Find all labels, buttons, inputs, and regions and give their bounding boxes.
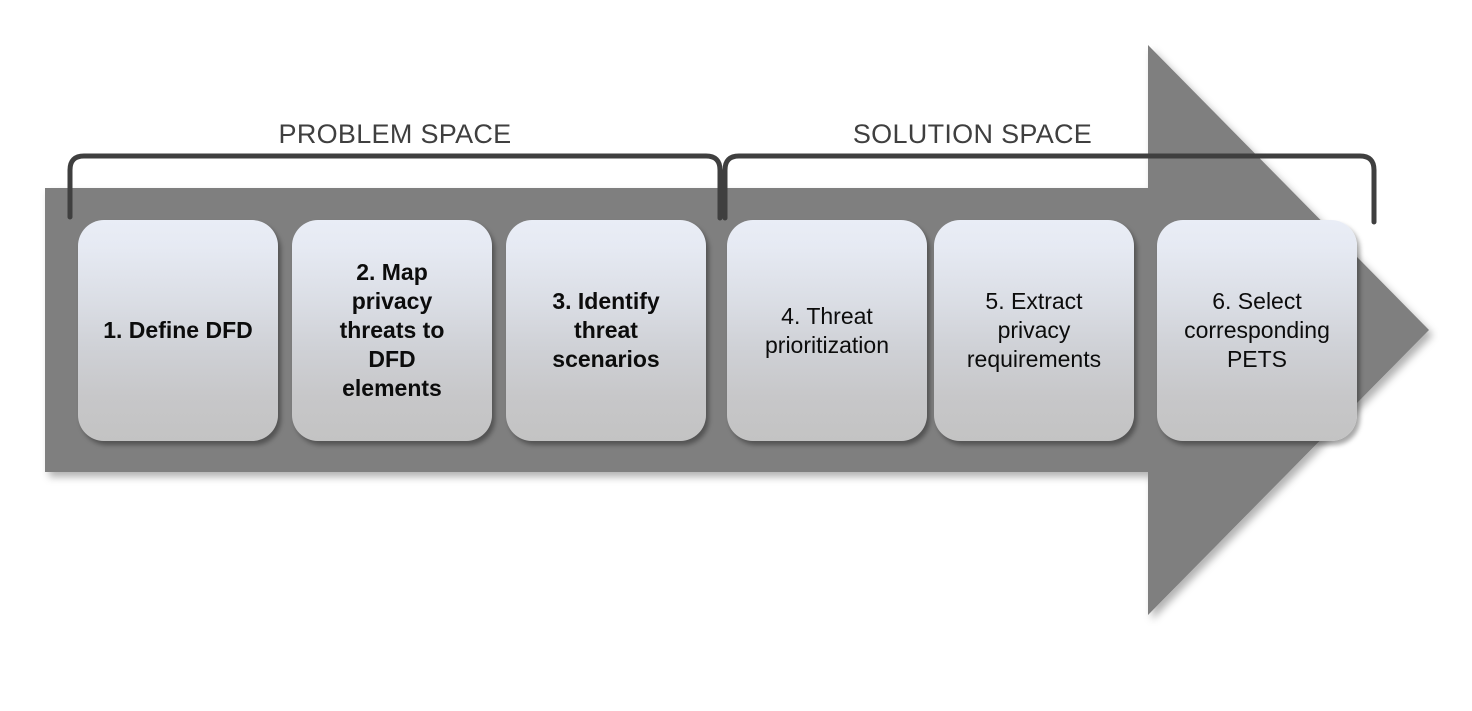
step-label-5: 5. Extract privacy requirements — [966, 288, 1102, 372]
step-box-3-identify-threat-scenarios[interactable]: 3. Identify threat scenarios — [506, 220, 706, 441]
step-label-2: 2. Map privacy threats to DFD elements — [339, 259, 445, 401]
step-box-6-select-corresponding-pets[interactable]: 6. Select corresponding PETS — [1157, 220, 1357, 441]
brace-problem-space — [67, 153, 723, 221]
step-label-3: 3. Identify threat scenarios — [552, 288, 660, 372]
step-box-2-map-privacy-threats[interactable]: 2. Map privacy threats to DFD elements — [292, 220, 492, 441]
phase-label-solution-space: SOLUTION SPACE — [852, 119, 1093, 149]
step-label-1: 1. Define DFD — [103, 317, 253, 343]
phase-label-problem-space: PROBLEM SPACE — [278, 119, 512, 149]
step-label-6: 6. Select corresponding PETS — [1184, 288, 1330, 372]
step-label-4: 4. Threat prioritization — [765, 302, 889, 358]
step-box-4-threat-prioritization[interactable]: 4. Threat prioritization — [727, 220, 927, 441]
step-box-5-extract-privacy-requirements[interactable]: 5. Extract privacy requirements — [934, 220, 1134, 441]
brace-solution-space — [722, 153, 1377, 225]
step-box-1-define-dfd[interactable]: 1. Define DFD — [78, 220, 278, 441]
